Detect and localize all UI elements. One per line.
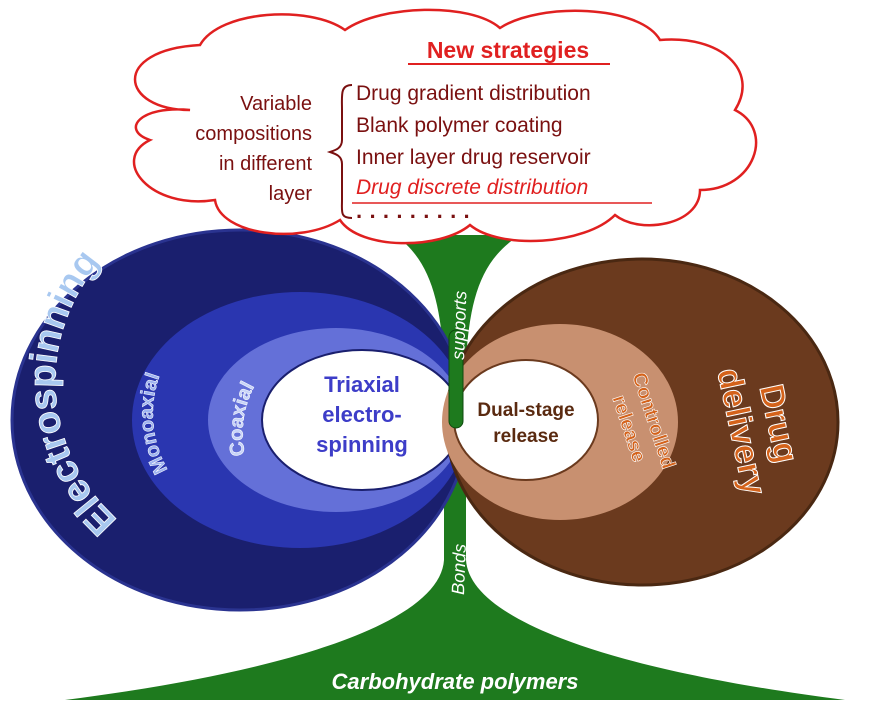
variable-line-4: layer: [269, 183, 313, 205]
base-label: Carbohydrate polymers: [332, 669, 579, 694]
strategy-4: Drug discrete distribution: [356, 176, 588, 199]
bonds-label: Bonds: [448, 543, 470, 595]
cloud-ellipsis: · · · · · · · · ·: [356, 204, 471, 229]
dual-stage-line-2: release: [493, 426, 559, 447]
triaxial-line-3: spinning: [316, 432, 408, 457]
brace: [326, 84, 353, 219]
dual-stage-line-1: Dual-stage: [477, 400, 574, 421]
cloud-title: New strategies: [427, 37, 589, 63]
strategy-2: Blank polymer coating: [356, 114, 563, 137]
variable-line-3: in different: [219, 153, 312, 175]
variable-line-1: Variable: [240, 93, 312, 115]
stem-neck: [448, 329, 464, 429]
supports-label: supports: [448, 290, 470, 360]
triaxial-line-1: Triaxial: [324, 372, 400, 397]
strategy-3: Inner layer drug reservoir: [356, 146, 591, 169]
triaxial-line-2: electro-: [322, 402, 401, 427]
idea-cloud: [132, 8, 758, 245]
variable-line-2: compositions: [195, 123, 312, 145]
strategy-1: Drug gradient distribution: [356, 82, 591, 105]
